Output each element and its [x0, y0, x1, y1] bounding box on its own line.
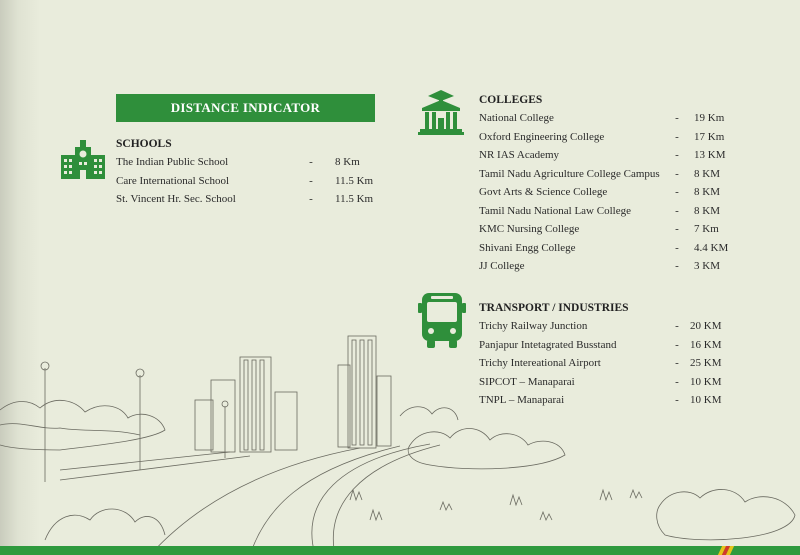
item-name: Tamil Nadu Agriculture College Campus	[479, 167, 660, 180]
list-item: Trichy Railway Junction -20 KM	[479, 320, 750, 333]
item-separator: -	[675, 241, 679, 254]
item-name: Govt Arts & Science College	[479, 186, 608, 198]
item-distance: 3 KM	[694, 260, 720, 272]
item-separator: -	[675, 167, 679, 180]
item-distance: 13 KM	[694, 149, 726, 161]
item-name: Tamil Nadu National Law College	[479, 204, 631, 217]
item-distance: 4.4 KM	[694, 241, 729, 254]
list-item: KMC Nursing College - 7 Km	[479, 223, 754, 236]
item-name: Shivani Engg College	[479, 241, 576, 254]
item-distance: 11.5 Km	[335, 193, 374, 205]
item-separator: -	[675, 357, 679, 369]
item-distance: 8 KM	[694, 186, 720, 198]
book-spine-shadow	[0, 0, 40, 555]
list-item: St. Vincent Hr. Sec. School - 11.5 Km	[116, 193, 395, 206]
item-name: Oxford Engineering College	[479, 130, 605, 143]
item-name: St. Vincent Hr. Sec. School	[116, 193, 236, 205]
list-item: Panjapur Intetagrated Busstand -16 KM	[479, 339, 750, 352]
item-distance: 8 Km	[335, 156, 360, 168]
item-separator: -	[309, 156, 313, 168]
item-name: Trichy Railway Junction	[479, 320, 588, 332]
item-distance: 10 KM	[690, 375, 722, 388]
list-item: Tamil Nadu Agriculture College Campus - 8 …	[479, 168, 754, 181]
item-distance: 8 KM	[694, 167, 720, 180]
list-item: National College - 19 Km	[479, 112, 754, 125]
transport-heading: TRANSPORT / INDUSTRIES	[479, 302, 629, 314]
item-distance: 11.5 Km	[335, 174, 374, 187]
item-name: TNPL – Manaparai	[479, 394, 565, 406]
item-separator: -	[675, 375, 679, 388]
item-distance: 8 KM	[694, 204, 720, 217]
list-item: The Indian Public School - 8 Km	[116, 156, 395, 169]
item-distance: 19 Km	[694, 112, 725, 124]
item-separator: -	[309, 193, 313, 205]
item-name: Panjapur Intetagrated Busstand	[479, 338, 617, 351]
item-name: National College	[479, 112, 554, 124]
item-separator: -	[675, 130, 679, 143]
item-name: KMC Nursing College	[479, 223, 580, 235]
item-distance: 20 KM	[690, 320, 722, 332]
page-title: DISTANCE INDICATOR	[116, 94, 375, 122]
item-separator: -	[675, 112, 679, 124]
item-separator: -	[675, 260, 679, 272]
list-item: NR IAS Academy - 13 KM	[479, 149, 754, 162]
list-item: TNPL – Manaparai -10 KM	[479, 394, 750, 407]
list-item: Care International School - 11.5 Km	[116, 175, 395, 188]
item-separator: -	[675, 223, 679, 235]
item-name: Care International School	[116, 174, 230, 187]
graduation-building-icon	[418, 90, 464, 135]
item-name: SIPCOT – Manaparai	[479, 375, 575, 388]
item-distance: 7 Km	[694, 223, 719, 235]
item-separator: -	[675, 149, 679, 161]
item-separator: -	[675, 320, 679, 332]
list-item: Tamil Nadu National Law College - 8 KM	[479, 205, 754, 218]
item-distance: 10 KM	[690, 394, 722, 406]
item-separator: -	[309, 174, 313, 187]
item-separator: -	[675, 338, 679, 351]
item-name: Trichy Intereational Airport	[479, 357, 601, 369]
bottom-green-bar	[0, 546, 800, 555]
list-item: Oxford Engineering College - 17 Km	[479, 131, 754, 144]
list-item: Trichy Intereational Airport -25 KM	[479, 357, 750, 370]
item-distance: 17 Km	[694, 130, 725, 143]
colleges-heading: COLLEGES	[479, 94, 543, 106]
schools-heading: SCHOOLS	[116, 138, 172, 150]
list-item: Govt Arts & Science College - 8 KM	[479, 186, 754, 199]
list-item: JJ College - 3 KM	[479, 260, 754, 273]
item-separator: -	[675, 204, 679, 217]
item-name: The Indian Public School	[116, 156, 229, 168]
list-item: SIPCOT – Manaparai -10 KM	[479, 376, 750, 389]
item-separator: -	[675, 186, 679, 198]
item-name: JJ College	[479, 260, 525, 272]
school-building-icon	[61, 140, 105, 179]
list-item: Shivani Engg College - 4.4 KM	[479, 242, 754, 255]
bus-icon	[418, 293, 466, 348]
item-separator: -	[675, 394, 679, 406]
item-distance: 25 KM	[690, 357, 722, 369]
item-distance: 16 KM	[690, 338, 722, 351]
item-name: NR IAS Academy	[479, 149, 560, 161]
